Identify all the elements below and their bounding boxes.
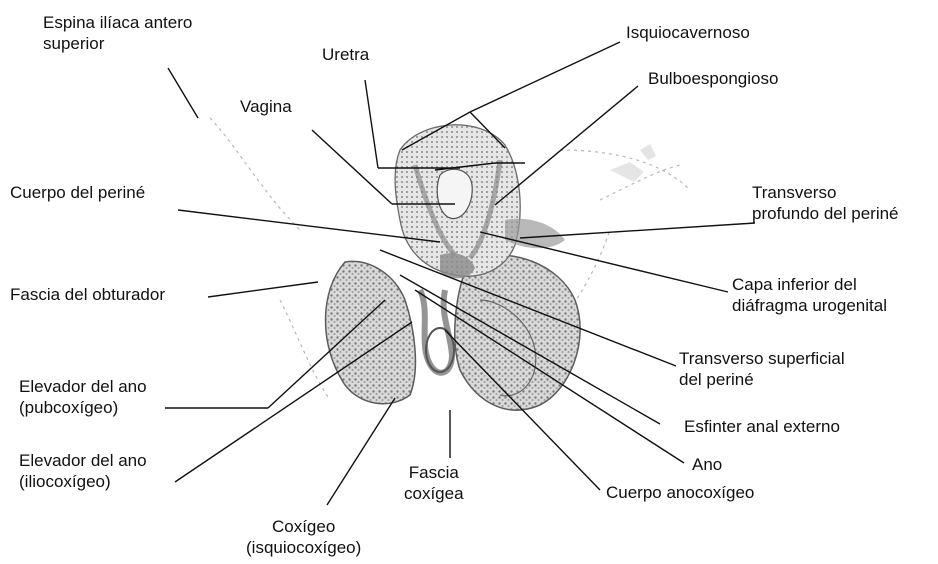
label-vagina: Vagina (240, 96, 292, 117)
label-capa-inferior: Capa inferior del diáfragma urogenital (732, 274, 887, 316)
label-elevador-ilio-line2: (iliocoxígeo) (19, 471, 147, 492)
label-elevador-pubo-line2: (pubcoxígeo) (19, 397, 147, 418)
label-elevador-iliococcigeo: Elevador del ano (iliocoxígeo) (19, 450, 147, 492)
label-cuerpo-anocoxigeo: Cuerpo anocoxígeo (606, 482, 754, 503)
right-hip-sketch (610, 144, 656, 182)
label-transverso-profundo-line1: Transverso (752, 182, 899, 203)
label-fascia-obturador: Fascia del obturador (10, 284, 165, 305)
label-isquiocavernoso: Isquiocavernoso (626, 22, 750, 43)
label-transverso-superficial: Transverso superficial del periné (679, 348, 845, 390)
label-transverso-profundo-line2: profundo del periné (752, 203, 899, 224)
label-espina-iliaca: Espina ilíaca antero superior (43, 12, 192, 54)
label-coxigeo-line2: (isquiocoxígeo) (246, 537, 361, 558)
label-capa-inferior-line1: Capa inferior del (732, 274, 887, 295)
label-cuerpo-perine: Cuerpo del periné (10, 182, 145, 203)
levator-left (325, 261, 415, 403)
label-transverso-superficial-line2: del periné (679, 369, 845, 390)
label-ano: Ano (692, 454, 722, 475)
label-elevador-pubo-line1: Elevador del ano (19, 376, 147, 397)
label-fascia-coxigea-line1: Fascia (404, 462, 464, 483)
label-capa-inferior-line2: diáfragma urogenital (732, 295, 887, 316)
label-coxigeo-line1: Coxígeo (246, 516, 361, 537)
label-espina-line1: Espina ilíaca antero (43, 12, 192, 33)
levator-right (455, 255, 580, 410)
label-uretra: Uretra (322, 44, 369, 65)
label-coxigeo: Coxígeo (isquiocoxígeo) (246, 516, 361, 558)
label-fascia-coxigea-line2: coxígea (404, 483, 464, 504)
label-bulboesponjoso: Bulboespongioso (648, 68, 778, 89)
label-esfinter-anal: Esfinter anal externo (684, 416, 840, 437)
label-transverso-superficial-line1: Transverso superficial (679, 348, 845, 369)
label-espina-line2: superior (43, 33, 192, 54)
label-elevador-ilio-line1: Elevador del ano (19, 450, 147, 471)
label-fascia-coxigea: Fascia coxígea (404, 462, 464, 504)
label-elevador-pubococcigeo: Elevador del ano (pubcoxígeo) (19, 376, 147, 418)
label-transverso-profundo: Transverso profundo del periné (752, 182, 899, 224)
deep-transverse (505, 219, 565, 249)
